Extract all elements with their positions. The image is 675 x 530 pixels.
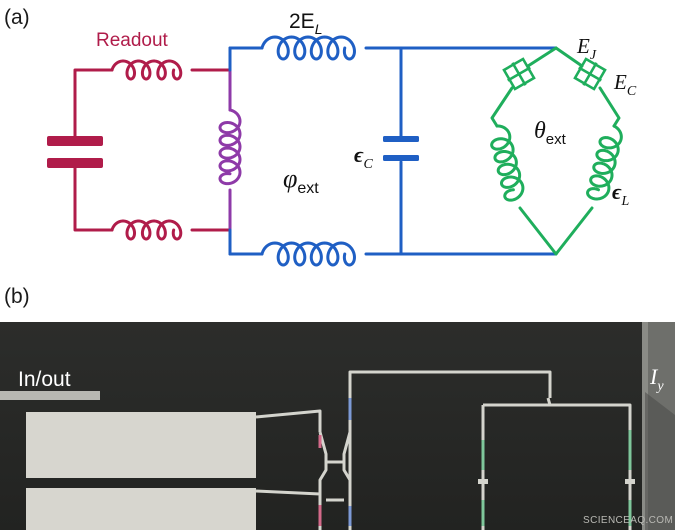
readout-label: Readout [96,30,169,51]
readout-capacitor [47,136,103,168]
panel-b-label: (b) [4,285,30,308]
readout-inductor-bottom [110,219,183,241]
readout-inductor-top [110,59,183,81]
iy-label: Iy [649,364,664,394]
in-out-label: In/out [18,368,71,391]
inductor-2el-label: 2EL [289,10,322,37]
josephson-junction-right [573,57,607,91]
input-output-line [0,391,100,400]
capacitor-pad-bottom [26,488,256,530]
capacitor-epsilon-c [383,136,419,161]
epsilon-l-label: ϵL [612,179,629,209]
epsilon-c-label: ϵC [354,142,373,172]
ec-label: EC [613,70,637,99]
panel-a-label: (a) [4,6,30,29]
capacitor-pad-top [26,412,256,478]
ej-label: EJ [576,34,597,63]
coupling-inductor [218,68,242,232]
array-inductor-left [490,124,525,202]
readout-resonator [73,59,232,241]
array-inductor-right [586,124,623,201]
inductor-bottom [260,241,356,267]
fluxonium-loop [228,35,558,267]
chip-micrograph [0,322,675,530]
watermark: SCIENCEAQ.COM [583,515,673,526]
theta-ext-label: θext [534,118,567,148]
josephson-junction-left [502,57,536,91]
phi-ext-label: φext [283,164,319,197]
junction-array-loop [490,46,623,256]
inductor-top-2el [260,35,356,61]
